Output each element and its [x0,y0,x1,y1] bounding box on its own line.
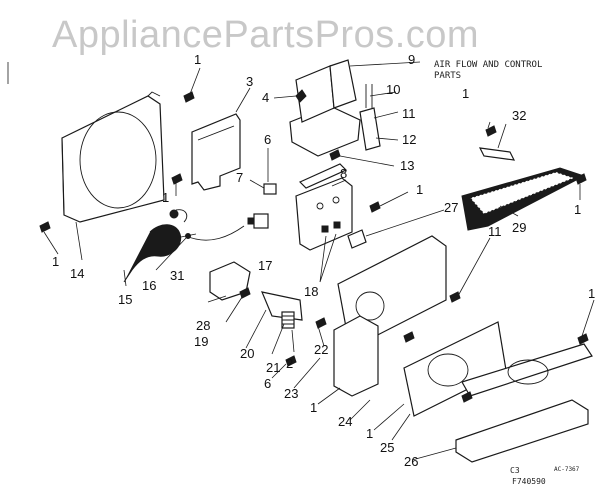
callout-32: 32 [512,108,526,123]
callout-1-bottom: 1 [310,400,317,415]
control-panel-part-17 [295,177,353,251]
callout-2: 2 [286,356,293,371]
callout-16: 16 [142,278,156,293]
callout-22: 22 [314,342,328,357]
callout-7: 7 [236,170,243,185]
diagram-heading: AIR FLOW AND CONTROL PARTS [434,60,584,82]
callout-15: 15 [118,292,132,307]
callout-14: 14 [70,266,84,281]
watermark-text: AppliancePartsPros.com [52,14,480,56]
bracket-part-3 [191,113,241,191]
callout-31: 31 [170,268,184,283]
screws [39,91,589,403]
harness-part-31 [185,225,245,241]
code-c3: C3 [510,466,520,475]
shroud-part-14 [61,91,165,223]
callout-24: 24 [338,414,352,429]
callout-10: 10 [386,82,400,97]
plate-part-26 [455,343,593,463]
callout-21: 21 [266,360,280,375]
callout-8: 8 [340,166,347,181]
callout-1-left: 1 [162,190,169,205]
leader-lines [43,61,595,461]
heading-line-1: AIR FLOW AND CONTROL [434,60,543,70]
part-8 [298,163,348,189]
callout-4: 4 [262,90,269,105]
callout-13: 13 [400,158,414,173]
baffle-part-25 [403,321,507,417]
grille-part-29 [461,167,586,231]
switch-part-16 [247,213,269,229]
callout-11-a: 11 [402,106,416,121]
switch-part-7 [263,183,277,195]
callout-23: 23 [284,386,298,401]
figure-id: F740590 [512,477,546,486]
callout-1-far-left: 1 [52,254,59,269]
callout-9: 9 [408,52,415,67]
callout-6-bottom: 6 [264,376,271,391]
part-32 [478,147,516,161]
callout-1-upper-right: 1 [462,86,469,101]
callout-28: 28 [196,318,210,333]
shaft-part-27 [347,229,367,249]
callout-1-top: 1 [194,52,201,67]
callout-19: 19 [194,334,208,349]
heading-line-2: PARTS [434,71,462,81]
callout-27: 27 [444,200,458,215]
damper-assembly [289,59,381,157]
callout-20: 20 [240,346,254,361]
housing-part-24 [333,235,447,397]
callout-18: 18 [304,284,318,299]
callout-17: 17 [258,258,272,273]
callout-11-b: 11 [488,224,502,239]
callout-1-mid: 1 [416,182,423,197]
callout-3: 3 [246,74,253,89]
callout-29: 29 [512,220,526,235]
callout-numbers: 1 3 4 6 7 1 9 10 11 12 13 8 1 27 1 32 1 … [52,52,595,469]
callout-1-lower-right: 1 [588,286,595,301]
callout-1-far-right: 1 [574,202,581,217]
callout-1-bottom-2: 1 [366,426,373,441]
callout-25: 25 [380,440,394,455]
callout-6-top: 6 [264,132,271,147]
code-ref: AC-7367 [554,466,580,473]
spring-part-21 [281,311,295,329]
callout-12: 12 [402,132,416,147]
callout-26: 26 [404,454,418,469]
